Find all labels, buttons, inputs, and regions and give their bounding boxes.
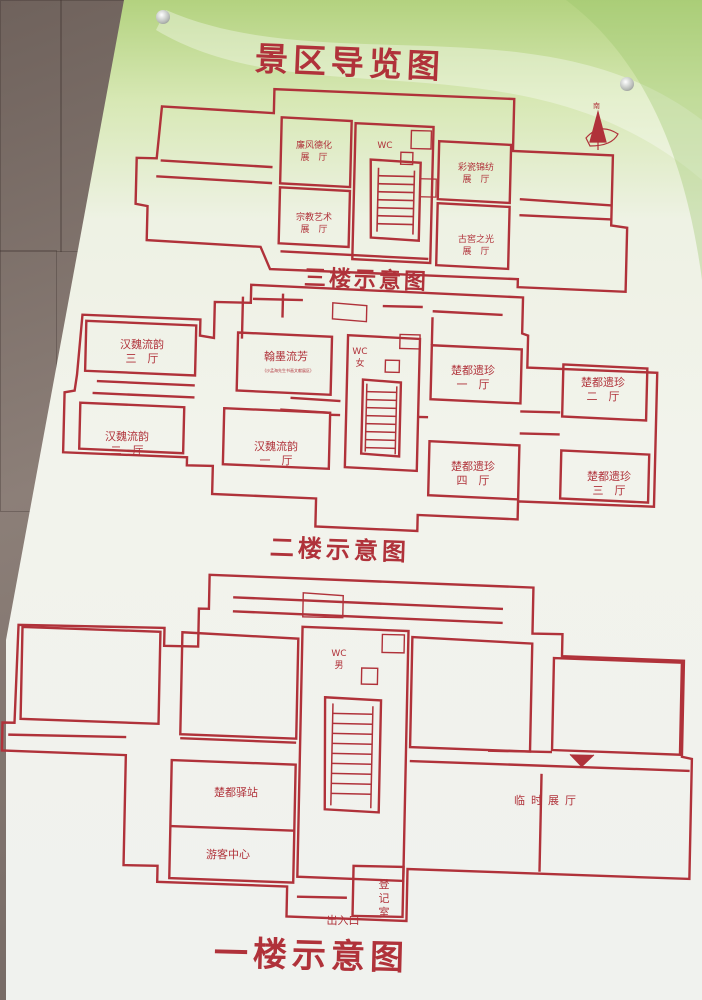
wall-tile [0, 0, 62, 252]
floor-2-plan [61, 283, 659, 533]
floor-1-plan [0, 573, 694, 923]
room-label: 楚都遗珍三 厅 [587, 470, 631, 497]
room-label: 楚都驿站 [214, 786, 258, 799]
room-label: 楚都遗珍一 厅 [451, 364, 495, 391]
room-label: 古窖之光展 厅 [457, 235, 494, 257]
room-label: 廉风德化展 厅 [295, 141, 332, 163]
room-label: 汉魏流韵一 厅 [254, 440, 298, 467]
room-label: WC [377, 141, 393, 151]
floor-3-plan [134, 87, 629, 294]
screw [620, 77, 634, 91]
room-label: 游客中心 [206, 848, 250, 861]
room-label: 楚都遗珍二 厅 [581, 376, 625, 403]
floor-1-caption: 一楼示意图 [213, 933, 410, 979]
room-label: 登记室 [378, 878, 390, 919]
room-label: 出入口 [326, 914, 360, 927]
room-label: 汉魏流韵二 厅 [105, 430, 149, 457]
screw [156, 10, 170, 24]
floor-3-caption: 三楼示意图 [303, 264, 430, 296]
room-label: 楚都遗珍四 厅 [451, 460, 495, 487]
room-label: (沙孟海先生书画文献展区) [264, 368, 312, 373]
room-label: 汉魏流韵三 厅 [120, 338, 164, 365]
floor-2-caption: 二楼示意图 [269, 532, 411, 567]
compass-label: 南 [593, 102, 600, 110]
room-label: 宗教艺术展 厅 [295, 213, 332, 235]
room-label: 彩瓷锦纺展 厅 [457, 163, 494, 185]
room-label: 临时展厅 [514, 794, 582, 807]
room-label: 翰墨流芳 [264, 350, 308, 363]
